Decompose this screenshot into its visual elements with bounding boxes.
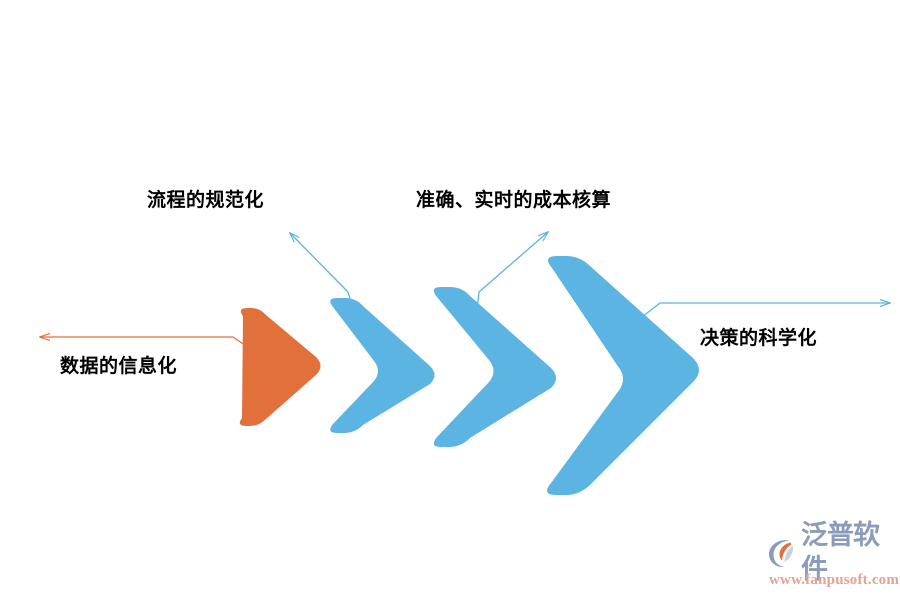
connector-data-line [40, 337, 253, 351]
label-process-standardization: 流程的规范化 [147, 190, 265, 211]
connector-decision-line [637, 303, 890, 321]
step-shape-4 [547, 256, 699, 495]
label-decision-scientific: 决策的科学化 [700, 328, 818, 349]
connector-cost-line [475, 232, 548, 321]
step-shape-3 [433, 287, 556, 447]
step-shape-1 [239, 308, 321, 426]
label-cost-accounting: 准确、实时的成本核算 [416, 190, 612, 211]
step-shape-2 [330, 298, 435, 433]
label-data-informatization: 数据的信息化 [60, 356, 178, 377]
